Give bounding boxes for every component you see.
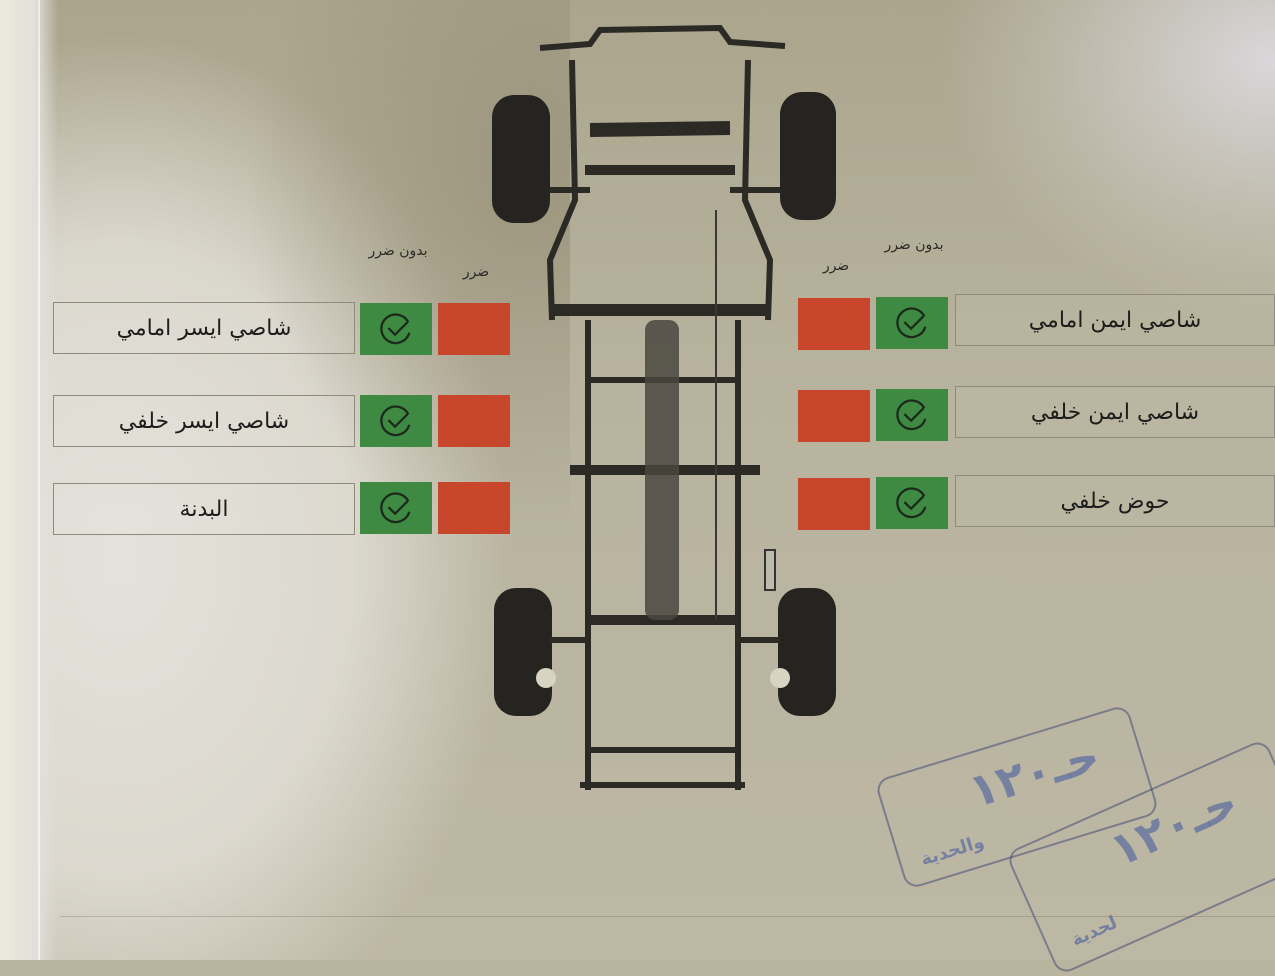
item-label: شاصي ايسر خلفي	[53, 395, 355, 447]
rear-right-wheel	[778, 588, 836, 716]
page-bottom-rule	[60, 916, 1275, 917]
check-circle-icon	[380, 492, 411, 524]
header-damage-left: ضرر	[462, 264, 490, 280]
front-right-wheel	[780, 92, 836, 220]
rear-left-wheel	[494, 588, 552, 716]
no-damage-checkbox[interactable]	[360, 303, 432, 355]
check-circle-icon	[380, 405, 411, 437]
no-damage-checkbox[interactable]	[876, 389, 948, 441]
damage-checkbox[interactable]	[798, 298, 870, 350]
check-circle-icon	[896, 487, 927, 519]
header-no-damage-right: بدون ضرر	[884, 237, 944, 253]
item-label: البدنة	[53, 483, 355, 535]
damage-checkbox[interactable]	[798, 390, 870, 442]
item-label: شاصي ايمن خلفي	[955, 386, 1275, 438]
no-damage-checkbox[interactable]	[876, 297, 948, 349]
check-circle-icon	[380, 313, 411, 345]
item-label: حوض خلفي	[955, 475, 1275, 527]
stamp-text: لحدية	[1068, 912, 1121, 951]
header-damage-right: ضرر	[822, 258, 850, 274]
no-damage-checkbox[interactable]	[876, 477, 948, 529]
no-damage-checkbox[interactable]	[360, 395, 432, 447]
stamp-text: والحدية	[918, 831, 987, 871]
front-left-wheel	[492, 95, 550, 223]
damage-checkbox[interactable]	[438, 303, 510, 355]
page-edge-line	[38, 0, 40, 960]
item-label: شاصي ايمن امامي	[955, 294, 1275, 346]
item-label: شاصي ايسر امامي	[53, 302, 355, 354]
page-edge	[0, 0, 58, 960]
damage-checkbox[interactable]	[438, 482, 510, 534]
chassis-diagram	[492, 24, 836, 790]
damage-checkbox[interactable]	[798, 478, 870, 530]
header-no-damage-left: بدون ضرر	[368, 243, 428, 259]
no-damage-checkbox[interactable]	[360, 482, 432, 534]
check-circle-icon	[896, 399, 927, 431]
damage-checkbox[interactable]	[438, 395, 510, 447]
check-circle-icon	[896, 307, 927, 339]
